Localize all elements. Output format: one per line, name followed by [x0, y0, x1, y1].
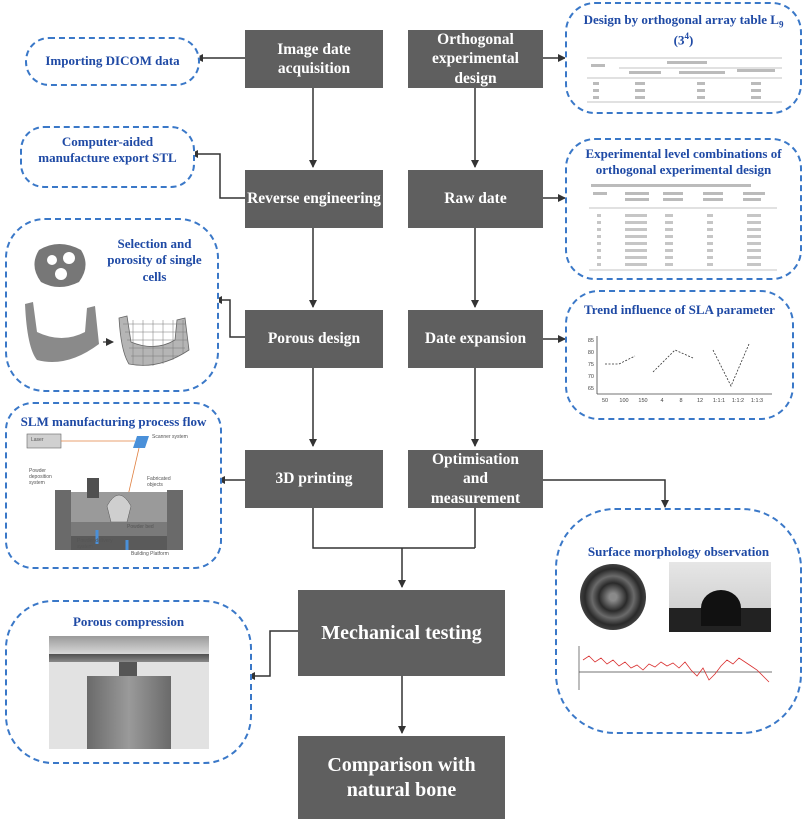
contact-angle-photo — [669, 562, 771, 632]
dicom-label: Importing DICOM data — [45, 53, 180, 68]
bubble-trend: Trend influence of SLA parameter 85 80 75 7… — [565, 290, 794, 420]
mandible-solid-icon — [25, 302, 99, 362]
roughness-profile — [578, 646, 772, 690]
trend-xtick: 150 — [638, 398, 647, 404]
array-table-graphic — [587, 57, 782, 103]
box-raw-date: Raw date — [408, 170, 543, 228]
slm-platform-label: Building Platform — [131, 551, 169, 557]
levels-title: Experimental level combinations of ortho… — [585, 146, 782, 178]
box-image-acquisition: Image date acquisition — [245, 30, 383, 88]
slm-fabricated-label: Fabricated objects — [147, 476, 171, 488]
bubble-orthogonal-array: Design by orthogonal array table L9 (34) — [565, 2, 802, 114]
trend-title: Trend influence of SLA parameter — [584, 302, 775, 317]
line-printing-merge — [312, 508, 475, 549]
arrow-to-compression — [247, 630, 298, 680]
box-optimisation: Optimisation and measurement — [408, 450, 543, 508]
box-orthogonal-design: Orthogonal experimental design — [408, 30, 543, 88]
bubble-surface: Surface morphology observation — [555, 508, 802, 734]
bubble-levels: Experimental level combinations of ortho… — [565, 138, 802, 280]
compression-label: Porous compression — [72, 614, 185, 629]
trend-xtick: 50 — [602, 398, 608, 404]
arrow-to-cells — [214, 296, 245, 338]
surface-title: Surface morphology observation — [587, 544, 770, 559]
trend-ytick: 85 — [588, 338, 594, 344]
bubble-slm: SLM manufacturing process flow Laser Sca… — [5, 402, 222, 569]
bubble-compression: Porous compression — [5, 600, 252, 764]
box-date-expansion: Date expansion — [408, 310, 543, 368]
sem-micrograph — [580, 564, 646, 630]
slm-powder-deposition-label: Powder deposition system — [29, 468, 52, 486]
box-comparison: Comparison with natural bone — [298, 736, 505, 819]
slm-scanner-label: Scanner system — [152, 434, 188, 440]
slm-powder-bed-label: Powder bed — [127, 524, 154, 530]
trend-series-2 — [652, 349, 694, 373]
box-porous-design: Porous design — [245, 310, 383, 368]
trend-xtick: 1:1:1 — [713, 398, 725, 404]
trend-xtick: 8 — [679, 398, 682, 404]
levels-table-graphic — [589, 184, 777, 271]
cell-illustrations — [25, 244, 190, 366]
trend-series-3 — [712, 343, 750, 387]
trend-ytick: 80 — [588, 350, 594, 356]
box-reverse-engineering: Reverse engineering — [245, 170, 383, 228]
trend-xtick: 4 — [660, 398, 663, 404]
box-3d-printing: 3D printing — [245, 450, 383, 508]
slm-laser-label: Laser — [31, 437, 44, 443]
trend-ytick: 70 — [588, 374, 594, 380]
arrow-to-stl — [190, 150, 245, 199]
trend-xtick: 1:1:3 — [751, 398, 763, 404]
trend-xtick: 12 — [697, 398, 703, 404]
trend-ytick: 65 — [588, 386, 594, 392]
trend-xtick: 100 — [619, 398, 628, 404]
cells-label: Selection and porosity of single cells — [107, 236, 202, 284]
bubble-stl: Computer-aided manufacture export STL — [20, 126, 195, 188]
bubble-dicom: Importing DICOM data — [25, 37, 200, 86]
trend-series-1 — [605, 355, 636, 365]
slm-illustration — [26, 433, 183, 550]
trend-xtick: 1:1:2 — [732, 398, 744, 404]
trend-chart: 85 80 75 70 65 50 100 150 4 8 12 1:1:1 1:1:2 1:1:3 — [588, 336, 772, 404]
stl-label: Computer-aided manufacture export STL — [38, 134, 177, 166]
unit-cell-icon — [34, 244, 86, 287]
box-mechanical-testing: Mechanical testing — [298, 590, 505, 676]
slm-powder-delivery-label: Powder delivery system — [77, 538, 113, 550]
array-title: Design by orthogonal array table L9 (34) — [583, 12, 784, 48]
slm-label: SLM manufacturing process flow — [20, 414, 207, 429]
mandible-porous-icon — [118, 315, 190, 366]
bubble-cells: Selection and porosity of single cells — [5, 218, 219, 392]
trend-ytick: 75 — [588, 362, 594, 368]
compression-photo — [49, 636, 209, 749]
arrow-to-surface — [543, 479, 669, 508]
